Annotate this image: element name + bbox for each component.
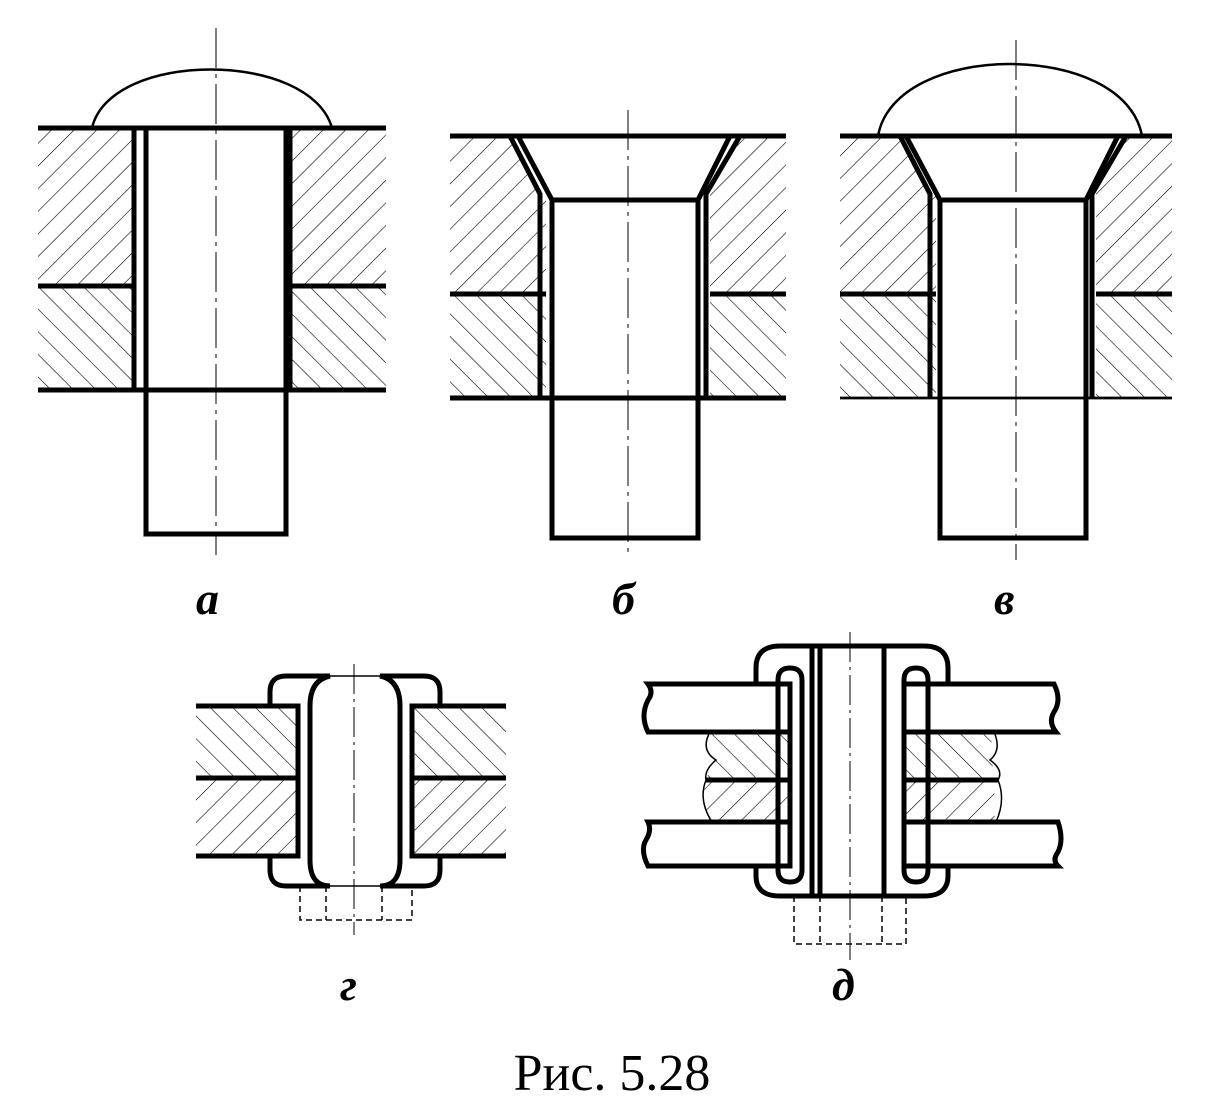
panel-label-g: г <box>340 959 357 1010</box>
panel-v-semi-countersunk-rivet <box>840 40 1172 560</box>
panel-label-v: в <box>994 573 1015 624</box>
upper-plate-right <box>290 128 386 286</box>
panel-g-hollow-rivet <box>196 664 506 935</box>
upper-plate-left <box>38 128 134 286</box>
panel-b-countersunk-rivet <box>450 110 786 555</box>
panel-d-hollow-rivet-multilayer <box>640 632 1065 960</box>
lower-plate-right <box>290 286 386 390</box>
panel-label-a: а <box>196 573 219 624</box>
panel-a-round-head-rivet <box>38 28 386 555</box>
rivet-round-head <box>90 68 334 129</box>
panel-label-b: б <box>612 573 637 624</box>
panel-label-d: д <box>832 959 855 1010</box>
figure-caption: Рис. 5.28 <box>514 1045 711 1097</box>
lower-plate-left <box>38 286 134 390</box>
